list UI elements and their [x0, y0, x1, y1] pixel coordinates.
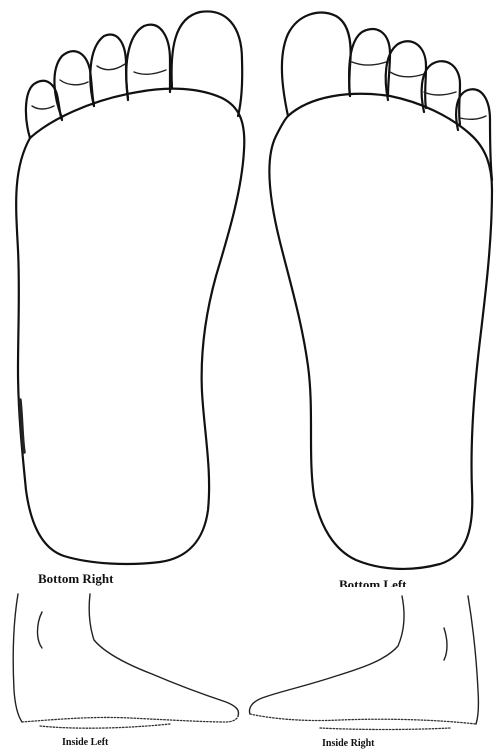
label-bottom-right: Bottom Right [38, 571, 113, 587]
label-bottom-left: Bottom Left [339, 577, 407, 587]
label-inside-left: Inside Left [62, 737, 108, 748]
arch-line [320, 728, 450, 730]
bottom-left-foot [269, 13, 492, 569]
shin-line [250, 596, 405, 714]
big-toe [172, 11, 243, 116]
ankle-line [13, 594, 22, 722]
ankle-line [468, 596, 478, 724]
ankle-bone [444, 628, 447, 660]
bottom-right-foot [16, 11, 244, 564]
sole-outline [269, 94, 492, 569]
little-toe [456, 89, 492, 180]
inside-right-foot [250, 596, 479, 730]
ankle-bone [38, 612, 43, 648]
label-inside-right: Inside Right [322, 738, 375, 749]
inside-left-foot [13, 594, 238, 728]
arch-line [40, 724, 170, 728]
shin-line [89, 594, 238, 716]
toe-2 [126, 25, 170, 98]
sole-outline [16, 89, 244, 564]
sole-base [22, 716, 238, 722]
sole-base [250, 714, 476, 724]
